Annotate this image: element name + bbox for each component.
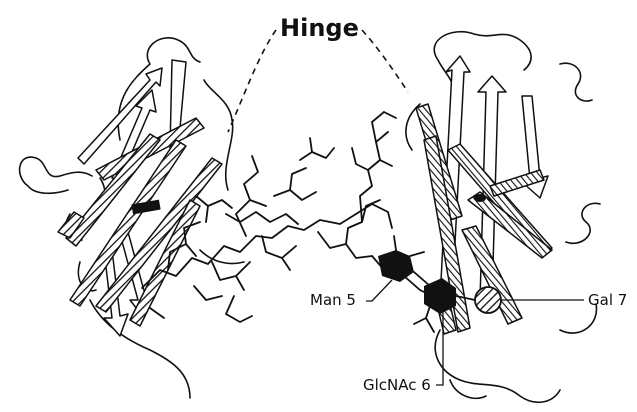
left-domain [20,38,244,398]
right-domain [406,32,600,403]
gal7-residue [475,287,501,313]
man5-residue [378,250,414,282]
gal7-label: Gal 7 [588,291,627,309]
glcnac6-label: GlcNAc 6 [363,376,431,394]
residue-labels: Man 5 GlcNAc 6 Gal 7 [310,280,627,394]
hinge-label: Hinge [280,14,359,42]
right-domain-filled-block [474,194,486,202]
man5-label: Man 5 [310,291,356,309]
hinge-dashed-line-right [362,30,408,92]
man5-leader [366,280,392,301]
hinge-dashed-line-left [228,30,276,132]
